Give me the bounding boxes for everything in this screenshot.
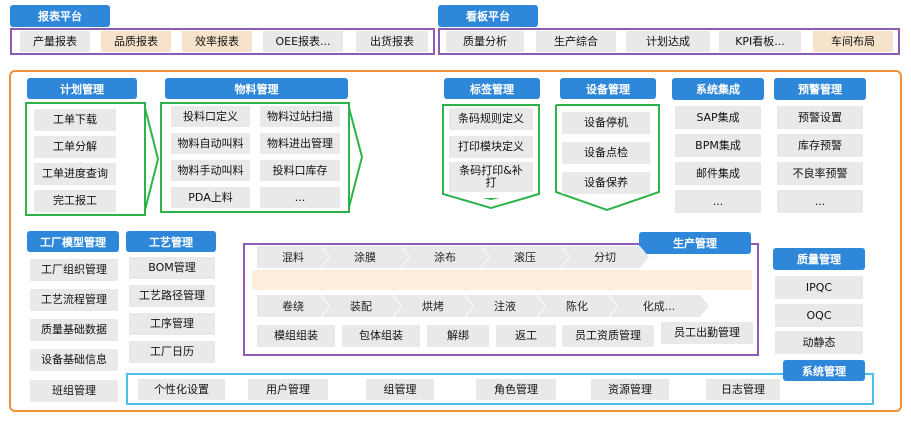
factory-model-item[interactable]: 质量基础数据 (30, 319, 118, 341)
plan-frame (25, 102, 146, 216)
system-integration-title: 系统集成 (672, 78, 764, 100)
production-step[interactable]: 涂布 (401, 246, 489, 268)
system-management-title: 系统管理 (783, 360, 865, 381)
material-item[interactable]: 投料口定义 (171, 106, 250, 127)
board-platform-title: 看板平台 (438, 5, 538, 27)
quality-item[interactable]: OQC (775, 304, 863, 327)
production-item[interactable]: 包体组装 (342, 325, 420, 347)
system-management-item[interactable]: 个性化设置 (138, 379, 225, 400)
material-item[interactable]: 物料进出管理 (260, 133, 340, 154)
factory-model-title: 工厂模型管理 (27, 231, 119, 252)
board-platform-frame (438, 28, 900, 55)
production-step[interactable]: 陈化 (537, 295, 617, 317)
report-item[interactable]: 产量报表 (20, 31, 90, 52)
report-item[interactable]: 出货报表 (356, 31, 428, 52)
material-arrow-tip (348, 103, 364, 212)
factory-model-item[interactable]: 班组管理 (30, 380, 118, 402)
process-item[interactable]: 工序管理 (129, 313, 215, 335)
production-step[interactable]: 注液 (465, 295, 545, 317)
report-item[interactable]: 效率报表 (182, 31, 252, 52)
equipment-title: 设备管理 (560, 78, 656, 99)
factory-model-item[interactable]: 工厂组织管理 (30, 259, 118, 281)
system-integration-item[interactable]: ... (675, 190, 761, 213)
production-step[interactable]: 化成... (609, 295, 709, 317)
warning-item[interactable]: 库存预警 (777, 134, 863, 157)
system-management-item[interactable]: 用户管理 (248, 379, 328, 400)
material-item[interactable]: 投料口库存 (260, 160, 340, 181)
warning-item[interactable]: 不良率预警 (777, 162, 863, 185)
material-title: 物料管理 (165, 78, 348, 99)
system-integration-item[interactable]: 邮件集成 (675, 162, 761, 185)
system-management-item[interactable]: 日志管理 (706, 379, 780, 400)
plan-item[interactable]: 完工报工 (34, 190, 116, 212)
report-item[interactable]: 品质报表 (101, 31, 171, 52)
process-item[interactable]: BOM管理 (129, 257, 215, 279)
board-item[interactable]: 质量分析 (446, 31, 524, 52)
production-item[interactable]: 员工出勤管理 (661, 322, 753, 344)
plan-item[interactable]: 工单分解 (34, 136, 116, 158)
material-item[interactable]: 物料自动叫料 (171, 133, 250, 154)
system-management-item[interactable]: 资源管理 (591, 379, 669, 400)
label-title: 标签管理 (444, 78, 540, 99)
plan-title: 计划管理 (27, 78, 137, 99)
warning-item[interactable]: ... (777, 190, 863, 213)
equipment-frame (555, 104, 660, 212)
material-item[interactable]: ... (260, 187, 340, 208)
report-platform-frame (10, 28, 435, 55)
quality-item[interactable]: IPQC (775, 276, 863, 299)
system-integration-item[interactable]: BPM集成 (675, 134, 761, 157)
report-item[interactable]: OEE报表... (263, 31, 343, 52)
production-step[interactable]: 卷绕 (257, 295, 329, 317)
label-item[interactable]: 条码打印&补 打 (449, 162, 533, 192)
board-item[interactable]: KPI看板... (719, 31, 801, 52)
production-step[interactable]: 滚压 (481, 246, 569, 268)
production-title: 生产管理 (639, 232, 751, 254)
label-item[interactable]: 打印模块定义 (449, 136, 533, 158)
report-platform-title: 报表平台 (10, 5, 110, 27)
system-management-item[interactable]: 组管理 (366, 379, 434, 400)
material-item[interactable]: PDA上料 (171, 187, 250, 208)
material-item[interactable]: 物料过站扫描 (260, 106, 340, 127)
equipment-item[interactable]: 设备停机 (562, 112, 650, 134)
equipment-item[interactable]: 设备保养 (562, 172, 650, 194)
production-step[interactable]: 分切 (561, 246, 649, 268)
production-item[interactable]: 员工资质管理 (562, 325, 654, 347)
quality-item[interactable]: 动静态 (775, 331, 863, 354)
board-item[interactable]: 生产综合 (536, 31, 616, 52)
warning-title: 预警管理 (774, 78, 866, 100)
label-item[interactable]: 条码规则定义 (449, 108, 533, 130)
production-frame (243, 243, 759, 356)
production-step[interactable]: 混料 (257, 246, 329, 268)
process-item[interactable]: 工厂日历 (129, 341, 215, 363)
system-management-item[interactable]: 角色管理 (476, 379, 556, 400)
mes-module-frame (9, 70, 902, 412)
production-step[interactable]: 装配 (321, 295, 401, 317)
equipment-item[interactable]: 设备点检 (562, 142, 650, 164)
production-item[interactable]: 返工 (496, 325, 556, 347)
plan-arrow-tip (144, 103, 160, 215)
board-item[interactable]: 车间布局 (813, 31, 893, 52)
process-item[interactable]: 工艺路径管理 (129, 285, 215, 307)
system-integration-item[interactable]: SAP集成 (675, 106, 761, 129)
label-frame-bottom (442, 186, 540, 210)
system-management-frame (126, 373, 874, 405)
plan-item[interactable]: 工单下载 (34, 109, 116, 131)
board-item[interactable]: 计划达成 (626, 31, 710, 52)
production-separator-band (252, 270, 752, 290)
plan-item[interactable]: 工单进度查询 (34, 163, 116, 185)
warning-item[interactable]: 预警设置 (777, 106, 863, 129)
process-title: 工艺管理 (126, 231, 216, 252)
production-step[interactable]: 涂膜 (321, 246, 409, 268)
production-step[interactable]: 烘烤 (393, 295, 473, 317)
factory-model-item[interactable]: 工艺流程管理 (30, 289, 118, 311)
production-item[interactable]: 解绑 (427, 325, 489, 347)
quality-title: 质量管理 (773, 248, 865, 270)
production-item[interactable]: 模组组装 (257, 325, 335, 347)
material-item[interactable]: 物料手动叫料 (171, 160, 250, 181)
factory-model-item[interactable]: 设备基础信息 (30, 349, 118, 371)
material-frame (160, 102, 350, 213)
label-frame (442, 104, 540, 200)
